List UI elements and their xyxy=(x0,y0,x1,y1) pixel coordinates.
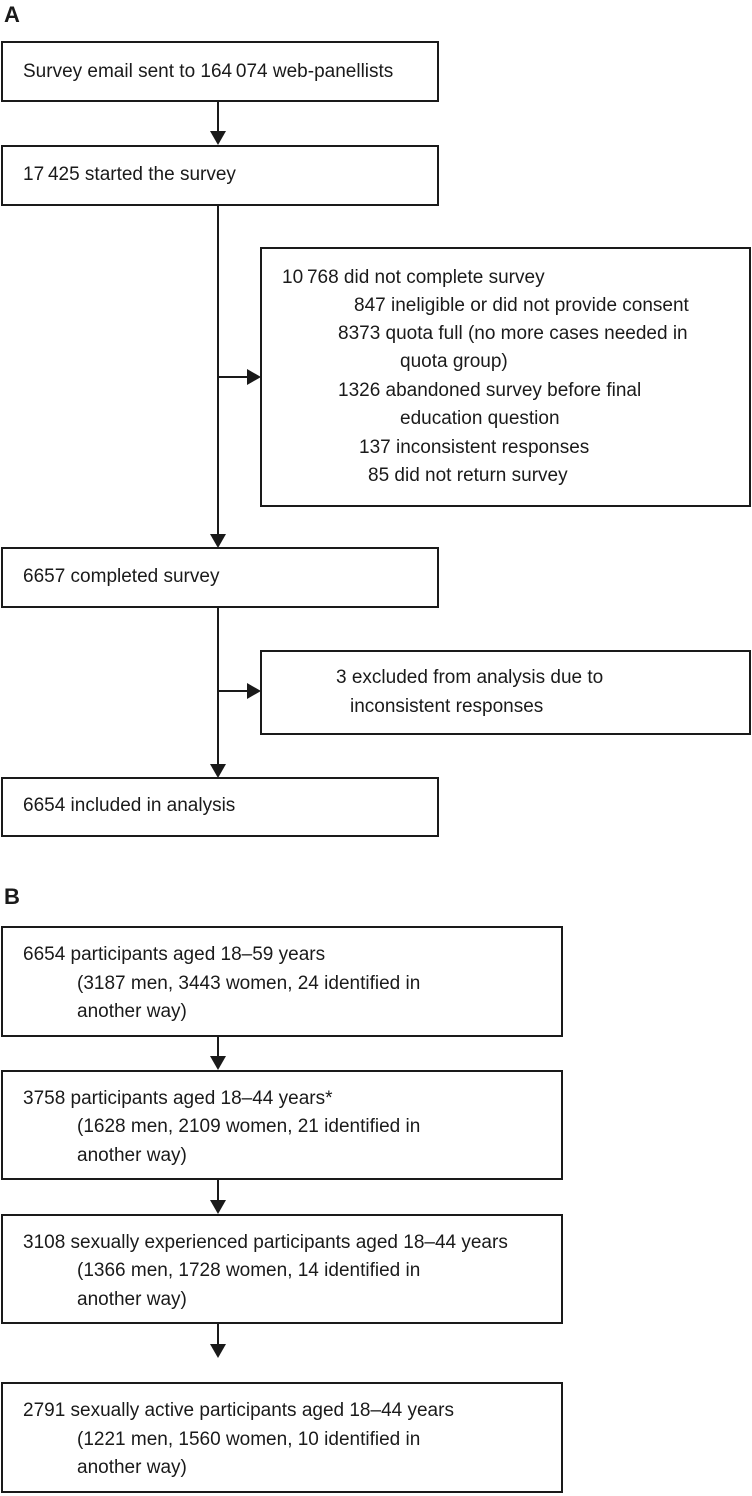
arrow-down-icon xyxy=(210,131,226,145)
box-title: 3758 participants aged 18–44 years* xyxy=(23,1088,333,1109)
connector-line xyxy=(217,1324,219,1346)
flow-box-participants-18-59: 6654 participants aged 18–59 years (3187… xyxy=(1,926,563,1037)
panel-b-label: B xyxy=(4,884,20,909)
box-detail: another way) xyxy=(77,1145,187,1166)
exclusion-reason: quota group) xyxy=(400,351,508,372)
exclusion-reason: 85 did not return survey xyxy=(368,465,568,486)
exclusion-title: 10 768 did not complete survey xyxy=(282,267,545,288)
arrow-down-icon xyxy=(210,534,226,548)
arrow-down-icon xyxy=(210,764,226,778)
exclusion-reason: 1326 abandoned survey before final xyxy=(338,380,642,401)
panel-a-label: A xyxy=(4,2,20,27)
box-text: Survey email sent to 164 074 web-panelli… xyxy=(23,61,394,82)
exclusion-reason: 8373 quota full (no more cases needed in xyxy=(338,323,688,344)
exclusion-reason: 3 excluded from analysis due to xyxy=(336,667,604,688)
exclusion-reason: 137 inconsistent responses xyxy=(359,437,590,458)
box-detail: another way) xyxy=(77,1001,187,1022)
flow-box-survey-email: Survey email sent to 164 074 web-panelli… xyxy=(1,41,439,102)
box-text: 17 425 started the survey xyxy=(23,164,236,185)
box-detail: another way) xyxy=(77,1457,187,1478)
flow-box-participants-18-44: 3758 participants aged 18–44 years* (162… xyxy=(1,1070,563,1180)
flow-box-sexually-active: 2791 sexually active participants aged 1… xyxy=(1,1382,563,1493)
connector-line xyxy=(218,690,248,692)
connector-line xyxy=(217,1180,219,1202)
box-title: 3108 sexually experienced participants a… xyxy=(23,1232,508,1253)
box-detail: (1221 men, 1560 women, 10 identified in xyxy=(77,1429,421,1450)
exclusion-box-inconsistent: 3 excluded from analysis due to inconsis… xyxy=(260,650,751,735)
exclusion-box-did-not-complete: 10 768 did not complete survey 847 ineli… xyxy=(260,247,751,507)
flow-box-completed-survey: 6657 completed survey xyxy=(1,547,439,608)
box-text: 6657 completed survey xyxy=(23,566,220,587)
flow-box-started-survey: 17 425 started the survey xyxy=(1,145,439,206)
box-detail: (1628 men, 2109 women, 21 identified in xyxy=(77,1116,421,1137)
arrow-down-icon xyxy=(210,1200,226,1214)
arrow-right-icon xyxy=(247,683,261,699)
box-text: 6654 included in analysis xyxy=(23,795,236,816)
exclusion-reason: 847 ineligible or did not provide consen… xyxy=(354,295,689,316)
connector-line xyxy=(217,102,219,132)
box-detail: (3187 men, 3443 women, 24 identified in xyxy=(77,973,421,994)
box-detail: another way) xyxy=(77,1289,187,1310)
flow-box-included-analysis: 6654 included in analysis xyxy=(1,777,439,837)
flow-box-sexually-experienced: 3108 sexually experienced participants a… xyxy=(1,1214,563,1324)
box-title: 2791 sexually active participants aged 1… xyxy=(23,1400,454,1421)
box-detail: (1366 men, 1728 women, 14 identified in xyxy=(77,1260,421,1281)
connector-line xyxy=(217,206,219,536)
connector-line xyxy=(217,1037,219,1058)
arrow-right-icon xyxy=(247,369,261,385)
arrow-down-icon xyxy=(210,1056,226,1070)
connector-line xyxy=(218,376,248,378)
connector-line xyxy=(217,608,219,766)
arrow-down-icon xyxy=(210,1344,226,1358)
exclusion-reason: inconsistent responses xyxy=(350,696,544,717)
box-title: 6654 participants aged 18–59 years xyxy=(23,944,326,965)
exclusion-reason: education question xyxy=(400,408,560,429)
